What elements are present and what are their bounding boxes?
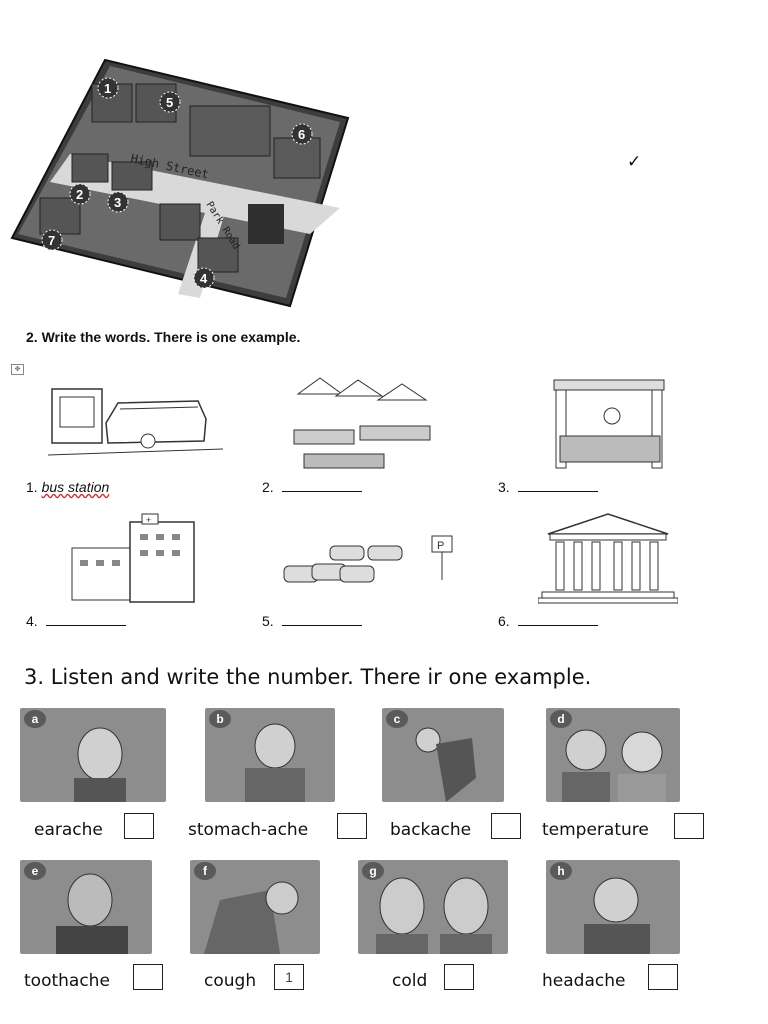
answer-box[interactable]: 1	[274, 964, 304, 990]
photo-letter-badge: h	[550, 862, 572, 880]
illness-label: backache	[390, 820, 472, 840]
photo-letter-badge: a	[24, 710, 46, 728]
item-number: 2.	[262, 479, 274, 495]
photo-earache: a	[20, 708, 166, 802]
map-marker: 4	[200, 271, 208, 286]
svg-text:+: +	[146, 515, 151, 525]
move-anchor-icon[interactable]: ✥	[11, 364, 24, 375]
photo-stomach-ache: b	[205, 708, 335, 802]
answer-box[interactable]	[491, 813, 521, 839]
word-item-1: 1. bus station	[26, 479, 109, 495]
backache-illustration	[415, 727, 476, 802]
svg-text:P: P	[437, 540, 444, 552]
cold-illustration	[376, 877, 492, 954]
word-item-2: 2.	[262, 479, 362, 495]
photo-headache: h	[546, 860, 680, 954]
photo-temperature: d	[546, 708, 680, 802]
photo-letter-badge: d	[550, 710, 572, 728]
illness-label: cough	[204, 971, 257, 991]
answer-box[interactable]	[124, 813, 154, 839]
map-marker: 5	[166, 95, 173, 110]
map-marker: 1	[104, 81, 111, 96]
illness-label: earache	[34, 820, 103, 840]
answer-box[interactable]	[444, 964, 474, 990]
photo-cough: f	[190, 860, 320, 954]
shop-stall-icon	[553, 379, 665, 469]
item-number: 1.	[26, 479, 38, 495]
cough-illustration	[204, 881, 299, 954]
temperature-illustration	[562, 729, 666, 802]
photo-letter-badge: g	[362, 862, 384, 880]
answer-box[interactable]	[648, 964, 678, 990]
example-answer: bus station	[41, 479, 110, 495]
photo-letter-badge: c	[386, 710, 408, 728]
answer-blank[interactable]	[45, 613, 126, 626]
answer-blank[interactable]	[281, 613, 362, 626]
hospital-icon: +	[71, 513, 195, 603]
answer-box[interactable]	[674, 813, 704, 839]
word-item-6: 6.	[498, 613, 598, 629]
map-marker: 7	[48, 233, 55, 248]
stomach-ache-illustration	[245, 723, 305, 802]
illness-label: temperature	[542, 820, 649, 840]
photo-toothache: e	[20, 860, 152, 954]
item-number: 4.	[26, 613, 38, 629]
item-number: 3.	[498, 479, 510, 495]
photo-letter-badge: f	[194, 862, 216, 880]
illness-label: toothache	[24, 971, 110, 991]
toothache-illustration	[56, 873, 128, 954]
photo-letter-badge: b	[209, 710, 231, 728]
word-item-4: 4.	[26, 613, 126, 629]
check-mark: ✓	[627, 152, 642, 172]
earache-illustration	[74, 727, 126, 802]
market-icon	[293, 377, 431, 469]
answer-blank[interactable]	[281, 479, 362, 492]
illness-label: cold	[392, 971, 428, 991]
town-map-illustration: High Street Park Road 1 2 3 4 5 6 7	[10, 58, 350, 308]
car-park-icon: P	[283, 535, 453, 583]
map-marker: 2	[76, 187, 83, 202]
item-number: 5.	[262, 613, 274, 629]
illness-label: headache	[542, 971, 626, 991]
section-2-title: 2. Write the words. There is one example…	[26, 329, 301, 345]
item-number: 6.	[498, 613, 510, 629]
word-item-3: 3.	[498, 479, 598, 495]
map-marker: 3	[114, 195, 121, 210]
photo-backache: c	[382, 708, 504, 802]
bus-station-icon	[48, 388, 223, 456]
answer-box[interactable]	[133, 964, 163, 990]
headache-illustration	[584, 877, 650, 954]
answer-box[interactable]	[337, 813, 367, 839]
answer-blank[interactable]	[517, 479, 598, 492]
illness-label: stomach-ache	[188, 820, 309, 840]
section-3-title: 3. Listen and write the number. There ir…	[24, 665, 592, 689]
map-marker: 6	[298, 127, 305, 142]
photo-letter-badge: e	[24, 862, 46, 880]
word-item-5: 5.	[262, 613, 362, 629]
museum-icon	[538, 513, 678, 604]
answer-blank[interactable]	[517, 613, 598, 626]
photo-cold: g	[358, 860, 508, 954]
